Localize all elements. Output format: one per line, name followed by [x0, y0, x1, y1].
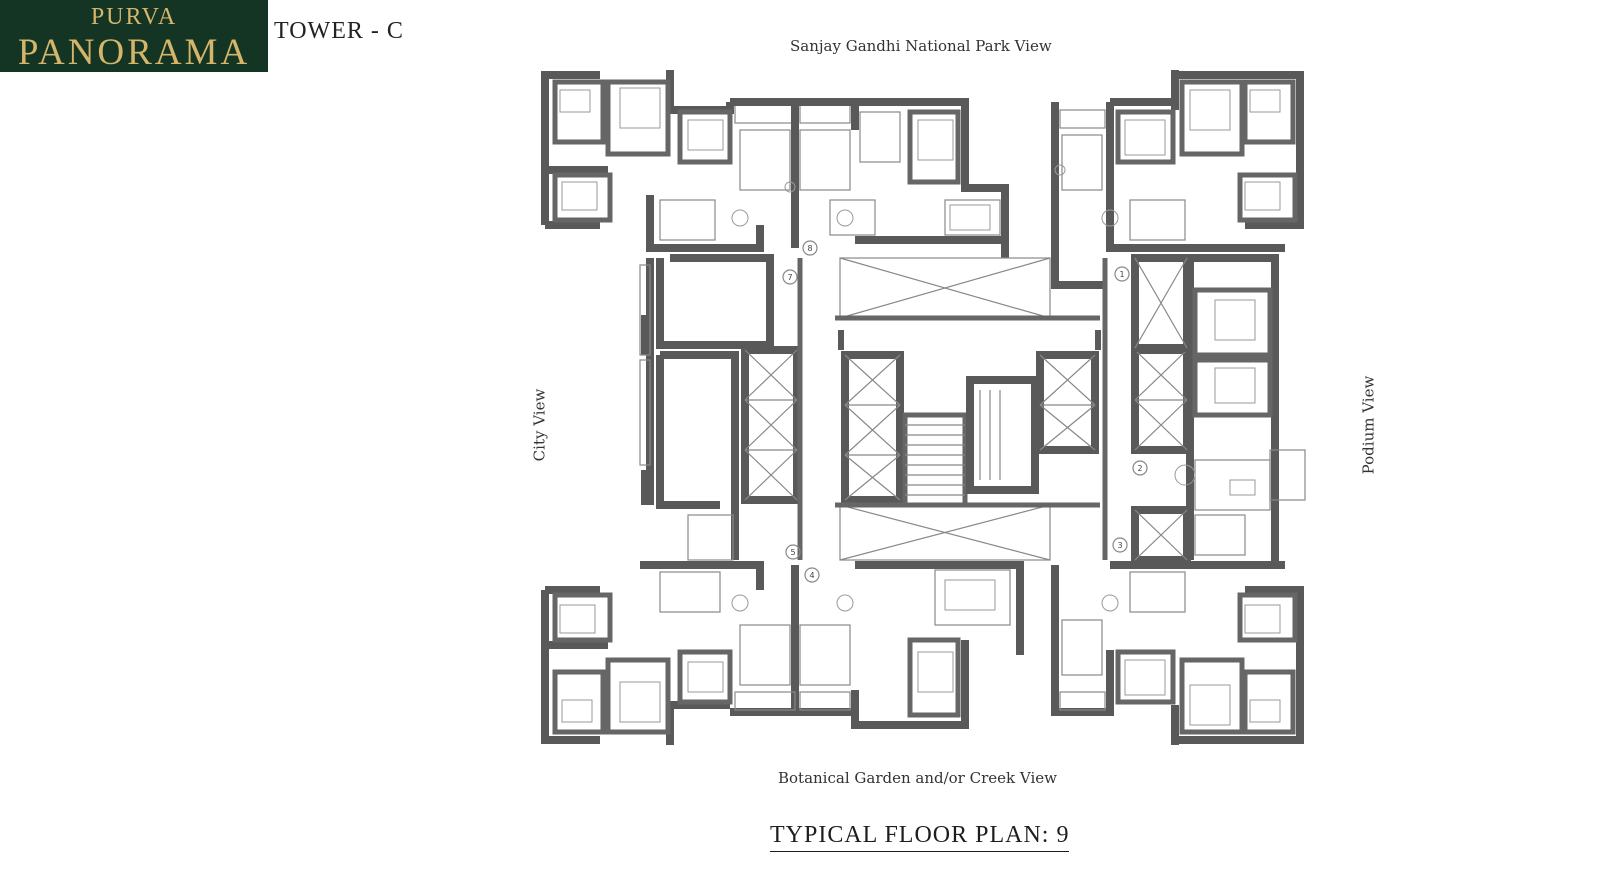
unit-markers: 1 2 3 4 5 7 8: [782, 240, 1148, 583]
unit-marker-3: 3: [1112, 537, 1128, 553]
brand-logo: PURVA PANORAMA: [0, 0, 268, 73]
unit-marker-8: 8: [802, 240, 818, 256]
unit-marker-7: 7: [782, 269, 798, 285]
brand-line-2: PANORAMA: [17, 32, 251, 73]
wing-left-middle: [639, 254, 774, 561]
tower-label: TOWER - C: [274, 18, 404, 44]
svg-text:8: 8: [807, 244, 812, 253]
central-core: [741, 254, 1191, 564]
brand-line-1: PURVA: [90, 4, 178, 30]
wing-bottom-right: [1051, 561, 1304, 745]
wing-top-right: [1051, 70, 1304, 289]
svg-text:3: 3: [1117, 541, 1122, 550]
unit-marker-2: 2: [1132, 460, 1148, 476]
wing-right-middle: [1174, 254, 1306, 565]
svg-text:1: 1: [1119, 270, 1124, 279]
svg-text:5: 5: [790, 548, 795, 557]
svg-text:4: 4: [809, 571, 814, 580]
svg-text:2: 2: [1137, 464, 1142, 473]
unit-marker-1: 1: [1114, 266, 1130, 282]
plan-title: TYPICAL FLOOR PLAN: 9: [770, 822, 1070, 852]
svg-text:7: 7: [787, 273, 792, 282]
view-label-top: Sanjay Gandhi National Park View: [790, 37, 1052, 55]
wing-bottom-left: [541, 561, 1024, 745]
wing-top-left: [541, 70, 1009, 258]
view-label-bottom: Botanical Garden and/or Creek View: [778, 769, 1057, 787]
unit-marker-5: 5: [785, 544, 801, 560]
unit-marker-4: 4: [804, 567, 820, 583]
